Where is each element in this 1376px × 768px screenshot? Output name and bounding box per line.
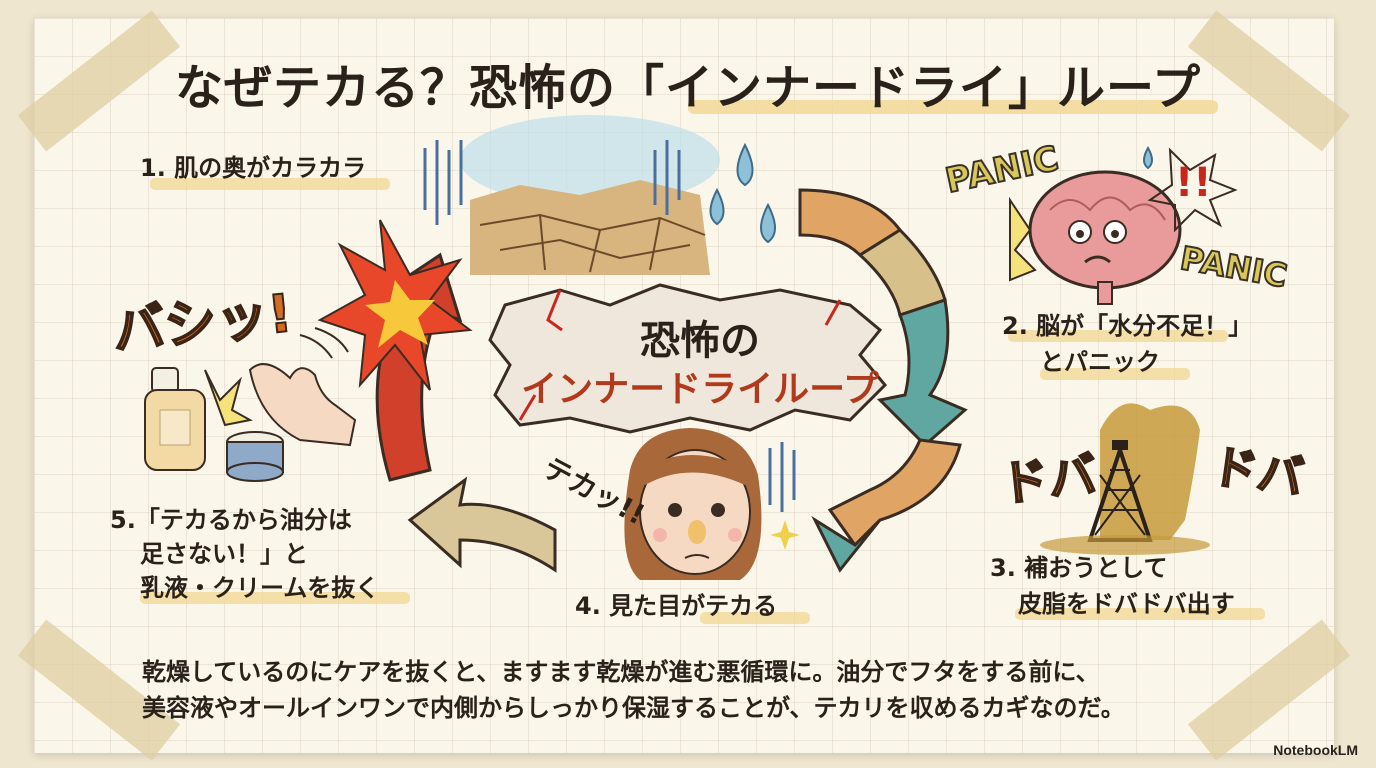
summary-line1: 乾燥しているのにケアを抜くと、ますます乾燥が進む悪循環に。油分でフタをする前に、 xyxy=(142,658,1100,686)
loop-arrow-lower xyxy=(811,438,962,573)
step5-label-line2: 足さない！」と xyxy=(140,540,308,568)
loop-arrow-bottom xyxy=(407,476,557,573)
center-burst xyxy=(488,283,888,434)
step5-label-line3: 乳液・クリームを抜く xyxy=(140,574,380,602)
page-title: なぜテカる？恐怖の「インナードライ」ループ xyxy=(174,60,1202,116)
summary-line2: 美容液やオールインワンで内側からしっかり保湿することが、テカリを収めるカギなのだ… xyxy=(142,694,1125,722)
tremor-lines-icon xyxy=(423,140,796,512)
step3-highlight xyxy=(1015,608,1265,620)
step4-label: 4. 見た目がテカる xyxy=(575,592,778,620)
doba-text-b: ドバ xyxy=(1207,438,1308,506)
step5-label-line1: 5.「テカるから油分は xyxy=(110,506,352,534)
step1-highlight xyxy=(150,178,390,190)
loop-arrow-right xyxy=(798,188,968,448)
step2-label-line2: とパニック xyxy=(1040,348,1160,376)
cracked-desert-icon xyxy=(460,115,720,275)
oil-derrick-icon xyxy=(1040,403,1210,555)
cream-jar-icon xyxy=(226,431,284,482)
doba-text-a: ドバ xyxy=(997,446,1100,514)
center-title-line2: インナードライループ xyxy=(521,369,879,410)
explosion-icon xyxy=(317,219,473,391)
water-drop-icon xyxy=(709,142,1153,244)
step4-highlight xyxy=(700,612,810,624)
step1-label: 1. 肌の奥がカラカラ xyxy=(140,154,367,182)
step2-label-line1: 2. 脳が「水分不足！」 xyxy=(1002,312,1253,340)
center-title-line1: 恐怖の xyxy=(640,318,760,364)
title-highlight xyxy=(688,100,1218,114)
lotion-bottle-icon xyxy=(144,367,206,471)
step5-highlight xyxy=(140,592,410,604)
exclaim-text: !! xyxy=(1175,160,1212,206)
step2-highlight xyxy=(1008,330,1228,342)
step2-highlight-2 xyxy=(1040,368,1190,380)
step3-label-line1: 3. 補おうとして xyxy=(990,554,1168,582)
step3-label-line2: 皮脂をドバドバ出す xyxy=(1018,590,1235,618)
summary-text: 乾燥しているのにケアを抜くと、ますます乾燥が進む悪循環に。油分でフタをする前に、… xyxy=(142,654,1262,726)
shiny-face-icon xyxy=(624,428,800,580)
panic-brain-icon xyxy=(1009,147,1238,305)
brand-label: NotebookLM xyxy=(1273,742,1358,758)
hand-icon xyxy=(204,327,357,447)
